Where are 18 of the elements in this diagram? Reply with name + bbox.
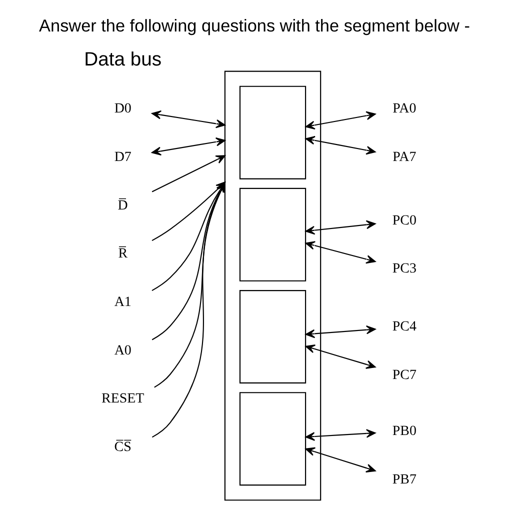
node-text: R̅ — [118, 246, 128, 262]
node-text: D7 — [114, 149, 131, 164]
diagram-title: Answer the following questions with the segment below - — [38, 14, 470, 35]
label: Data bus — [84, 48, 162, 70]
node-text: PC7 — [392, 368, 416, 383]
node-text: A0 — [114, 342, 131, 358]
node-text: PC0 — [392, 212, 416, 228]
node-text: PC4 — [392, 319, 416, 334]
node-text: PA7 — [392, 149, 416, 164]
node-text: PB0 — [392, 423, 416, 438]
node-text: PC3 — [392, 261, 416, 276]
node-text: RESET — [101, 391, 144, 406]
node-text: PA0 — [392, 101, 416, 116]
node-text: PB7 — [392, 472, 416, 487]
node-text: D0 — [114, 101, 131, 116]
node-text: A1 — [114, 294, 131, 310]
node-text: D̅ — [117, 198, 128, 213]
node-text: C̅S̅ — [114, 440, 131, 455]
